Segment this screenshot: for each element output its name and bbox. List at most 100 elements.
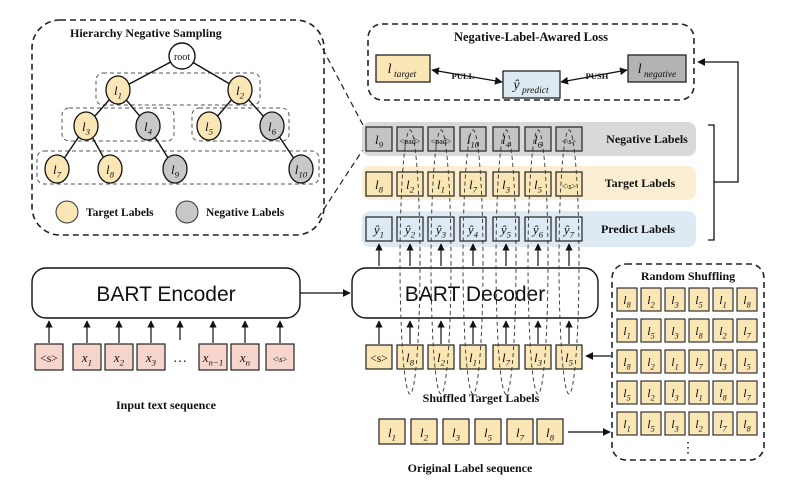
shuffled-cell	[427, 344, 455, 370]
target-cell-text: l3	[502, 177, 511, 195]
input-token-cell	[136, 343, 166, 371]
push-label: PUSH	[586, 71, 609, 81]
loss-panel: Negative-Label-Awared Loss PULL PUSH l t…	[367, 23, 695, 101]
predict-cell	[459, 216, 487, 242]
negative-cell-text: <\s>	[562, 137, 577, 146]
predict-cell-text: ŷ7	[562, 222, 575, 240]
shuffle-cell	[640, 318, 662, 343]
shuffle-cell	[712, 411, 734, 436]
negative-cell	[524, 126, 552, 152]
negative-cell-text: l10	[467, 132, 480, 150]
negative-cell-text: l4	[502, 132, 511, 150]
shuffle-cell	[688, 287, 710, 312]
shuffle-cell	[664, 349, 686, 374]
shuffled-caption: Shuffled Target Labels	[423, 391, 540, 405]
shuffle-cell-text: l8	[719, 386, 726, 402]
bart-decoder-label: BART Decoder	[405, 283, 545, 306]
tree-node-l2	[227, 75, 253, 105]
original-cell-text: l7	[516, 425, 525, 443]
bart-encoder-label: BART Encoder	[96, 283, 235, 306]
input-token-text: x1	[81, 350, 92, 368]
negative-cell	[427, 126, 455, 152]
tree-node-l6	[259, 111, 285, 141]
shuffle-cell	[736, 380, 758, 405]
predict-row-label: Predict Labels	[601, 222, 675, 236]
tree-node-l4	[135, 111, 161, 141]
tree-node-l9	[162, 154, 188, 184]
shuffle-cell-text: l1	[671, 355, 678, 371]
legend-negative-swatch	[175, 200, 199, 224]
negative-cell-text: <pad>	[431, 137, 452, 146]
target-row-label: Target Labels	[605, 176, 676, 190]
shuffle-cell	[664, 380, 686, 405]
shuffle-cell-text: l8	[743, 417, 750, 433]
shuffled-cell-text: l5	[565, 350, 574, 368]
shuffle-cell-text: l8	[623, 293, 630, 309]
loss-negative-value: l negative	[638, 62, 677, 80]
tree-node-l1	[105, 75, 131, 105]
shuffle-cell	[640, 380, 662, 405]
input-token-cell	[104, 343, 134, 371]
tree-node-label-l3: l3	[82, 119, 91, 137]
original-cell	[474, 418, 502, 445]
predict-cell	[396, 216, 424, 242]
shuffle-cell-text: l3	[719, 355, 726, 371]
shuffle-cell	[616, 349, 638, 374]
loss-target-box	[375, 54, 431, 83]
shuffle-cell-text: l7	[719, 417, 727, 433]
shuffled-cell-text: l1	[469, 350, 477, 368]
negative-cell	[555, 126, 583, 152]
shuffle-cell	[712, 318, 734, 343]
tree-node-label-l6: l6	[268, 119, 277, 137]
original-cell	[442, 418, 470, 445]
target-cell-text: l2	[406, 177, 415, 195]
original-cell	[378, 418, 406, 445]
target-cell-text: l7	[469, 177, 478, 195]
loss-title: Negative-Label-Awared Loss	[454, 30, 608, 44]
shuffle-cell	[640, 411, 662, 436]
shuffled-cell	[459, 344, 487, 370]
pull-label: PULL	[452, 71, 475, 81]
tree-node-label-l4: l4	[144, 119, 153, 137]
shuffle-cell-text: l7	[743, 324, 751, 340]
predict-cell-text: ŷ5	[499, 222, 512, 240]
shuffled-cell	[524, 344, 552, 370]
input-token-text: x2	[113, 350, 125, 368]
negative-row-label: Negative Labels	[606, 132, 688, 146]
shuffle-cell-text: l8	[623, 355, 630, 371]
input-token-text: xn	[239, 350, 251, 368]
original-cell	[536, 418, 564, 445]
shuffled-cell	[396, 344, 424, 370]
shuffle-cell	[664, 287, 686, 312]
shuffle-cell-text: l3	[671, 417, 678, 433]
shuffle-cell	[736, 411, 758, 436]
input-token-cell	[72, 343, 102, 371]
shuffle-cell	[640, 349, 662, 374]
negative-cell	[492, 126, 520, 152]
shuffle-cell	[736, 349, 758, 374]
tree-node-label-l2: l2	[236, 83, 245, 101]
tree-node-label-l1: l1	[114, 83, 122, 101]
shuffle-cell-text: l8	[695, 324, 702, 340]
target-cell	[365, 171, 393, 197]
shuffle-cell-text: l1	[719, 293, 726, 309]
shuffle-cell	[616, 380, 638, 405]
shuffle-cell-text: l7	[695, 355, 703, 371]
shuffling-ellipsis: ⋮	[681, 441, 695, 456]
shuffle-cell-text: l2	[719, 324, 726, 340]
root-node-label: root	[174, 52, 190, 63]
negative-cell-text: l9	[375, 132, 384, 150]
original-cell-text: l3	[452, 425, 461, 443]
negative-cell	[459, 126, 487, 152]
loss-predict-value: ŷ predict	[511, 78, 549, 96]
legend-target-text: Target Labels	[86, 207, 154, 219]
tree-node-l5	[196, 111, 222, 141]
shuffle-cell-text: l3	[671, 324, 678, 340]
input-token-cell	[198, 343, 228, 371]
shuffle-cell	[616, 287, 638, 312]
shuffle-cell-text: l1	[695, 386, 702, 402]
